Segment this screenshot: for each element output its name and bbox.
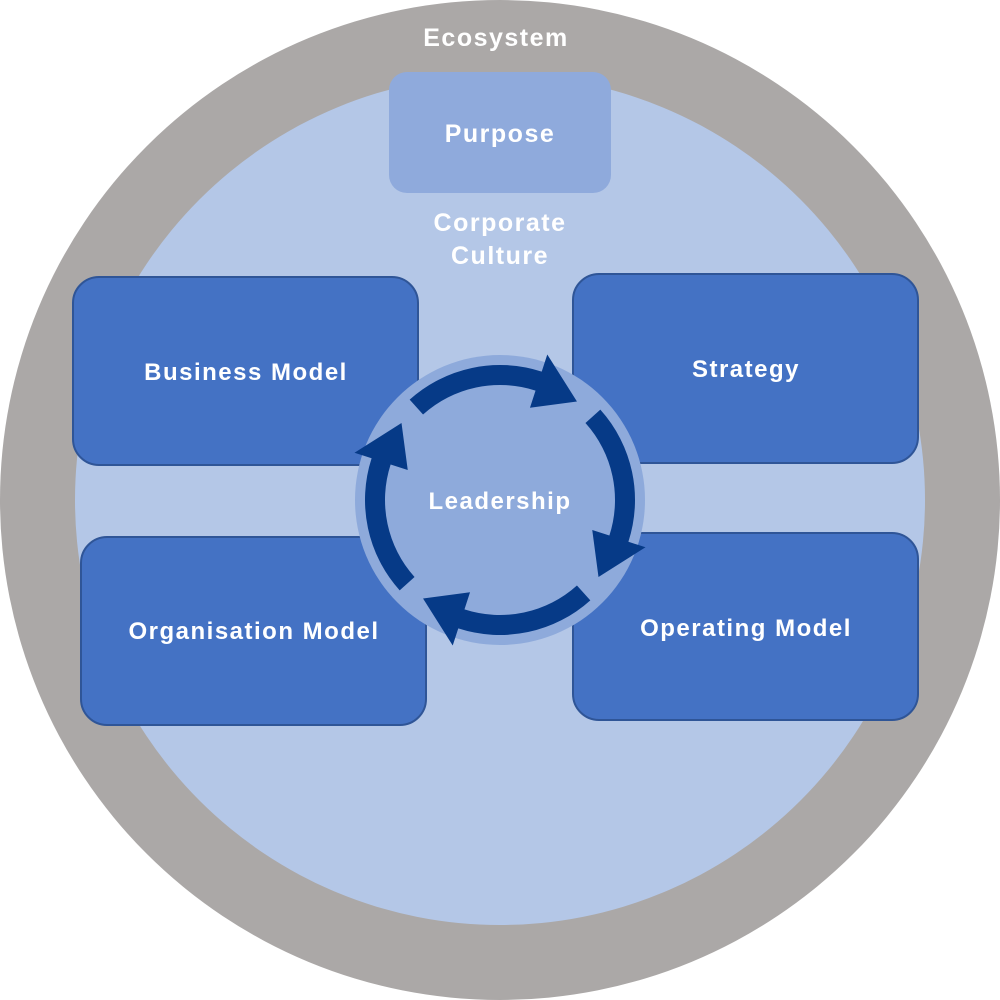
business-model-box — [72, 276, 419, 466]
leadership-label: Leadership — [428, 488, 571, 515]
operating-model-box — [572, 532, 919, 721]
purpose-box — [389, 72, 611, 193]
arrow-right-icon — [585, 409, 646, 577]
arrow-bottom-icon — [423, 585, 591, 646]
purpose-label: Purpose — [445, 120, 556, 148]
operating-model-label: Operating Model — [640, 615, 852, 642]
strategy-label: Strategy — [692, 356, 800, 383]
organisation-model-box — [80, 536, 427, 726]
arrow-top-icon — [409, 354, 577, 415]
strategy-box — [572, 273, 919, 464]
arrow-left-icon — [354, 423, 415, 591]
ecosystem-label: Ecosystem — [423, 24, 569, 52]
organisation-model-label: Organisation Model — [128, 618, 379, 645]
leadership-circle — [355, 355, 645, 645]
cycle-arrows — [354, 354, 646, 646]
corporate-culture-label-2: Culture — [451, 242, 549, 270]
business-model-label: Business Model — [144, 359, 348, 386]
corporate-culture-label-1: Corporate — [434, 209, 567, 237]
